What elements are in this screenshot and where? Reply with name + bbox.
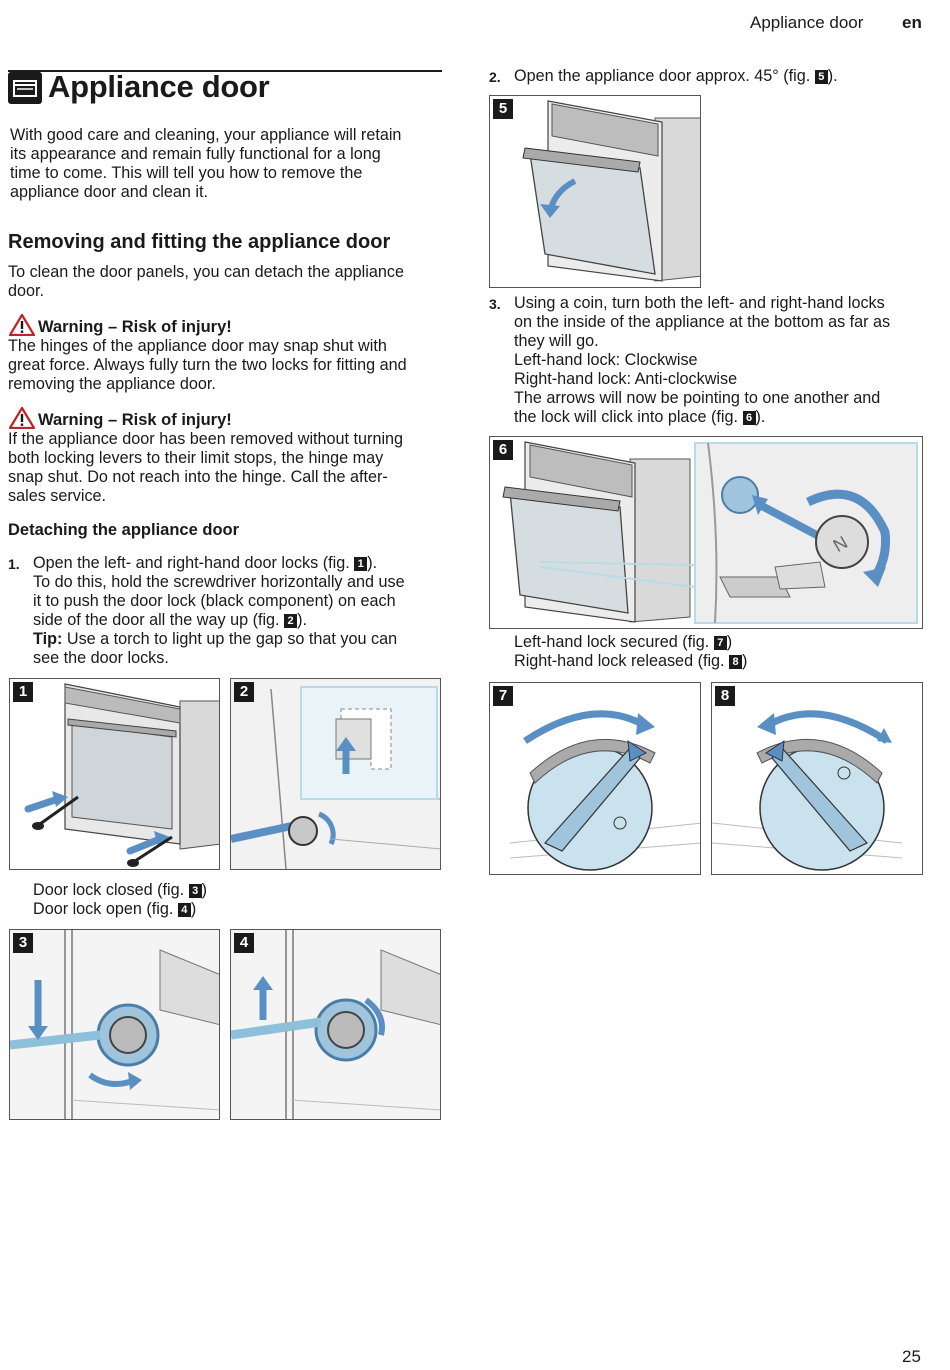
door-open-45-illustration bbox=[522, 100, 700, 282]
figure-4: 4 bbox=[230, 929, 441, 1120]
running-header-section: Appliance door bbox=[750, 13, 864, 32]
lock-notes: Left-hand lock secured (fig. 7) Right-ha… bbox=[514, 633, 748, 670]
step-number: 1. bbox=[8, 556, 20, 572]
title-rule bbox=[8, 70, 442, 72]
figure-6: 6 N bbox=[489, 436, 923, 629]
figure-label: 2 bbox=[234, 682, 254, 702]
coin-turning-lock-illustration: N bbox=[502, 441, 918, 624]
figure-7: 7 bbox=[489, 682, 701, 875]
figure-2: 2 bbox=[230, 678, 441, 870]
appliance-door-icon bbox=[8, 72, 42, 104]
section-heading: Removing and fitting the appliance door bbox=[8, 231, 391, 253]
figure-label: 5 bbox=[493, 99, 513, 119]
page-number: 25 bbox=[902, 1347, 921, 1366]
door-lock-illustration bbox=[231, 679, 440, 869]
page-title: Appliance door bbox=[48, 69, 270, 104]
figure-label: 3 bbox=[13, 933, 33, 953]
figure-label: 6 bbox=[493, 440, 513, 460]
warning-triangle-icon bbox=[8, 406, 36, 434]
warning-text: If the appliance door has been removed w… bbox=[8, 430, 404, 505]
door-lock-open-illustration bbox=[231, 930, 440, 1119]
step-1-text: Open the left- and right-hand door locks… bbox=[33, 554, 405, 667]
figure-label: 8 bbox=[715, 686, 735, 706]
running-header-language: en bbox=[902, 13, 922, 32]
subheading: Detaching the appliance door bbox=[8, 521, 240, 539]
figure-ref: 4 bbox=[177, 903, 191, 917]
right-lock-released-illustration bbox=[712, 710, 903, 871]
figure-ref: 7 bbox=[713, 636, 727, 650]
figure-label: 1 bbox=[13, 682, 33, 702]
figure-ref: 3 bbox=[188, 884, 202, 898]
lock-notes: Door lock closed (fig. 3) Door lock open… bbox=[33, 881, 208, 918]
figure-5: 5 bbox=[489, 95, 701, 288]
oven-door-illustration bbox=[24, 683, 219, 867]
figure-ref: 1 bbox=[354, 557, 368, 571]
figure-1: 1 bbox=[9, 678, 220, 870]
figure-ref: 6 bbox=[742, 411, 756, 425]
left-lock-secured-illustration bbox=[509, 710, 700, 871]
figure-8: 8 bbox=[711, 682, 923, 875]
figure-ref: 8 bbox=[729, 655, 743, 669]
figure-label: 7 bbox=[493, 686, 513, 706]
door-lock-closed-illustration bbox=[10, 930, 219, 1119]
section-intro: To clean the door panels, you can detach… bbox=[8, 263, 404, 300]
figure-3: 3 bbox=[9, 929, 220, 1120]
step-3-text: Using a coin, turn both the left- and ri… bbox=[514, 294, 891, 426]
figure-ref: 2 bbox=[284, 614, 298, 628]
figure-label: 4 bbox=[234, 933, 254, 953]
intro-paragraph: With good care and cleaning, your applia… bbox=[10, 126, 402, 201]
warning-title: Warning – Risk of injury! bbox=[38, 411, 232, 429]
figure-ref: 5 bbox=[814, 70, 828, 84]
step-number: 2. bbox=[489, 69, 501, 85]
step-2-text: Open the appliance door approx. 45° (fig… bbox=[514, 67, 838, 85]
warning-text: The hinges of the appliance door may sna… bbox=[8, 337, 407, 393]
warning-triangle-icon bbox=[8, 313, 36, 341]
warning-title: Warning – Risk of injury! bbox=[38, 318, 232, 336]
step-number: 3. bbox=[489, 296, 501, 312]
